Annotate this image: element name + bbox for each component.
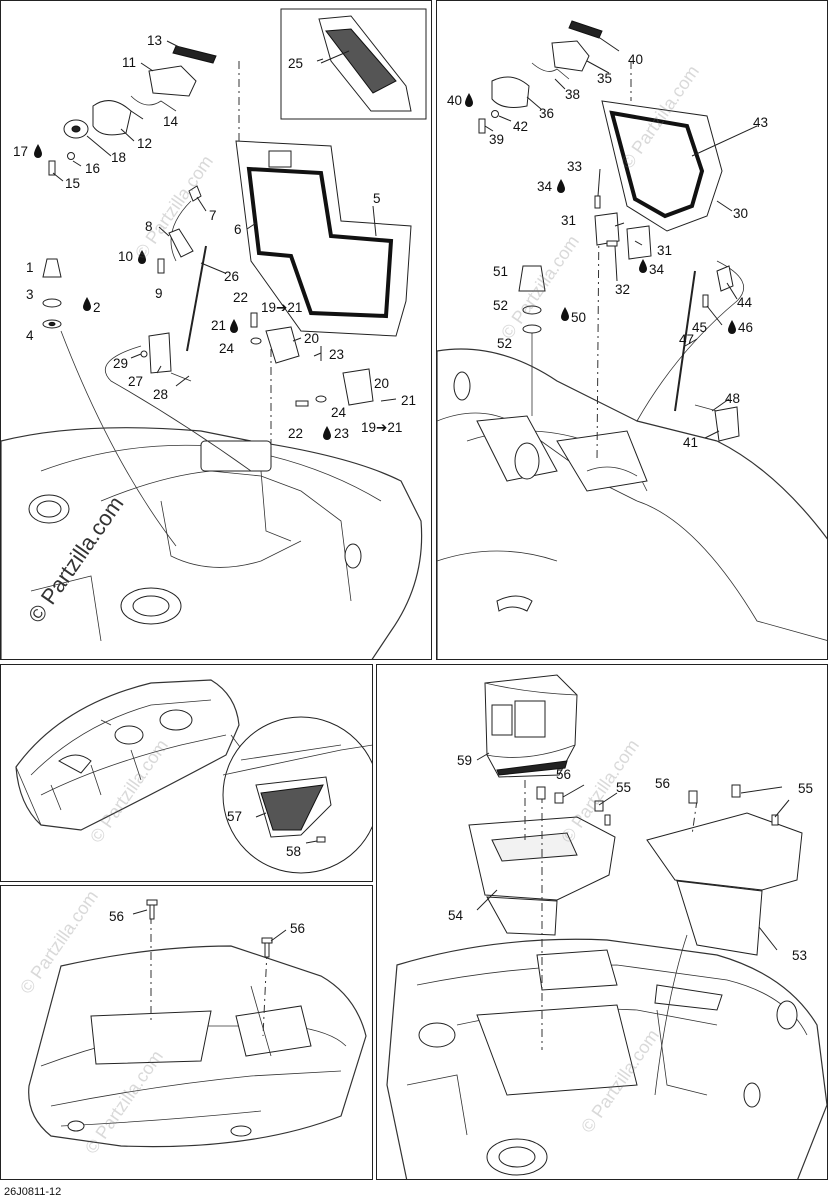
latch-base-11 xyxy=(148,65,197,97)
bracket-8 xyxy=(168,228,194,258)
panel-glove-box-hardware: 40 35 38 40 36 42 39 43 33 34 30 31 31 3… xyxy=(436,0,828,660)
latch-base-35 xyxy=(551,40,590,72)
hinge-20b xyxy=(342,368,374,406)
storage-bin-54 xyxy=(468,816,616,901)
glove-box-lid-30 xyxy=(601,100,723,232)
hull-outline xyxy=(437,348,827,659)
storage-bin-53 xyxy=(646,812,803,891)
bracket-44 xyxy=(716,265,734,292)
hull-outline xyxy=(1,427,423,659)
panel5-drawing xyxy=(386,674,827,1179)
stud-1 xyxy=(42,258,62,278)
rear-seat-base xyxy=(200,440,272,472)
nut-7 xyxy=(188,185,202,202)
panel1-drawing xyxy=(1,8,427,659)
diagram-id: 26J0811-12 xyxy=(4,1186,62,1198)
panel3-drawing xyxy=(15,679,372,874)
stud-49 xyxy=(518,265,546,292)
bracket-36 xyxy=(491,76,530,108)
panel4-drawing xyxy=(28,899,367,1148)
storage-mesh-25 xyxy=(325,28,397,94)
panel-seat-storage-hardware: 13 11 14 12 18 17 16 15 25 5 7 6 8 10 9 … xyxy=(0,0,432,660)
bracket-12 xyxy=(92,100,132,136)
panel-cooler-storage-bins: 59 56 55 56 55 54 53 © Partzilla.com © P… xyxy=(376,664,828,1180)
panel-boat-overview-storage: 57 58 © Partzilla.com xyxy=(0,664,373,882)
panel2-drawing xyxy=(437,20,827,659)
bracket-41 xyxy=(714,406,740,442)
grab-handle xyxy=(496,595,533,612)
hinge-31b xyxy=(626,225,652,260)
latch-37 xyxy=(568,20,603,39)
storage-cover-5 xyxy=(235,140,412,337)
storage-compartment-opening xyxy=(90,1010,212,1065)
storage-net-57 xyxy=(260,784,324,831)
panel-fastener-locations: 56 56 © Partzilla.com © Partzilla.com xyxy=(0,885,373,1180)
gasket-6 xyxy=(246,166,394,319)
gasket-43 xyxy=(609,110,705,219)
latch-13 xyxy=(172,45,217,64)
rear-storage-well xyxy=(476,1004,638,1096)
hinge-20a xyxy=(265,326,300,364)
hinge-31a xyxy=(594,212,620,246)
bracket-27 xyxy=(148,332,172,374)
